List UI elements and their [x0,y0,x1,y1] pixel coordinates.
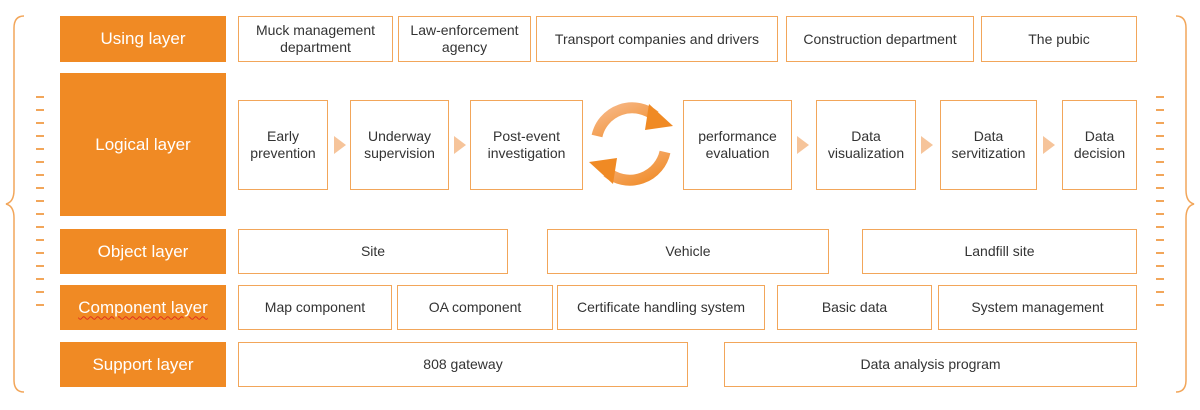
layer-label-component: Component layer [60,285,226,330]
logical-box-underway-supervision: Underway supervision [350,100,449,190]
using-box-law-enforcement: Law-enforcement agency [398,16,531,62]
right-brace [1175,15,1195,393]
object-box-site: Site [238,229,508,274]
logical-box-data-decision: Data decision [1062,100,1137,190]
layer-label-using: Using layer [60,16,226,62]
object-box-landfill-site: Landfill site [862,229,1137,274]
logical-box-early-prevention: Early prevention [238,100,328,190]
support-box-data-analysis-program: Data analysis program [724,342,1137,387]
using-box-muck-management: Muck management department [238,16,393,62]
component-box-map: Map component [238,285,392,330]
arrow-right-icon [334,136,346,154]
logical-box-post-event-investigation: Post-event investigation [470,100,583,190]
component-box-basic-data: Basic data [777,285,932,330]
left-brace [5,15,25,393]
arrow-right-icon [921,136,933,154]
logical-box-data-servitization: Data servitization [940,100,1037,190]
arrow-right-icon [797,136,809,154]
left-dashed-line [36,96,44,316]
using-box-construction-department: Construction department [786,16,974,62]
using-box-transport-companies: Transport companies and drivers [536,16,778,62]
logical-box-performance-evaluation: performance evaluation [683,100,792,190]
arrow-right-icon [454,136,466,154]
logical-box-data-visualization: Data visualization [816,100,916,190]
layer-label-component-text: Component layer [78,297,208,317]
layer-label-support: Support layer [60,342,226,387]
object-box-vehicle: Vehicle [547,229,829,274]
layer-label-logical: Logical layer [60,73,226,216]
support-box-808-gateway: 808 gateway [238,342,688,387]
using-box-public: The pubic [981,16,1137,62]
right-dashed-line [1156,96,1164,316]
circular-arrows-icon [589,102,673,186]
component-box-oa: OA component [397,285,553,330]
component-box-system-management: System management [938,285,1137,330]
arrow-right-icon [1043,136,1055,154]
layer-label-object: Object layer [60,229,226,274]
component-box-certificate-handling: Certificate handling system [557,285,765,330]
